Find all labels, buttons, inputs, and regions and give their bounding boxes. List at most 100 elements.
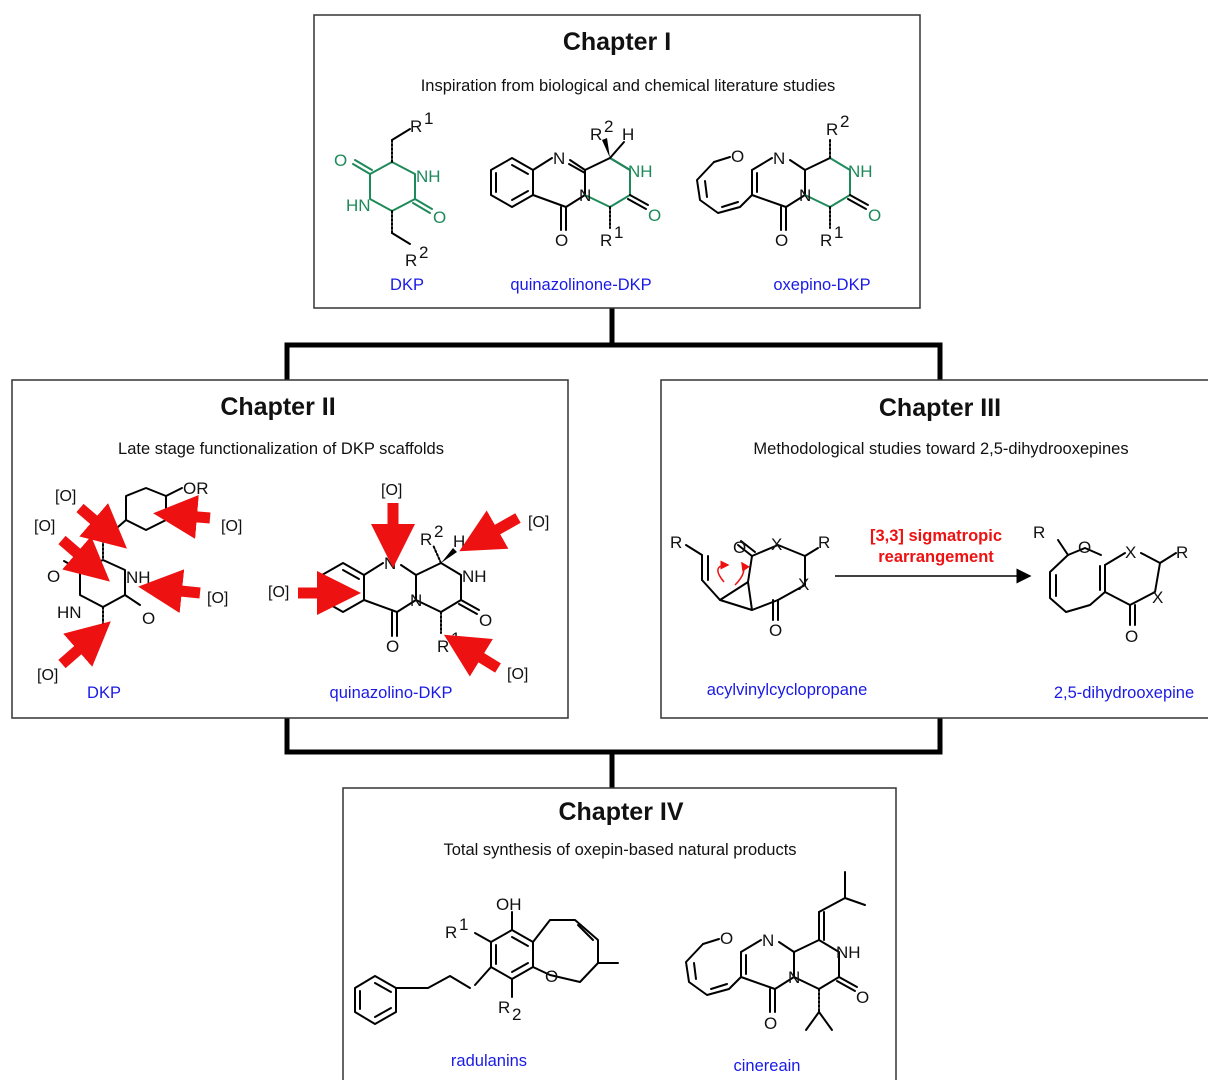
svg-text:N: N xyxy=(579,186,591,205)
chapter-2-subtitle: Late stage functionalization of DKP scaf… xyxy=(118,440,444,458)
svg-text:[O]: [O] xyxy=(221,518,242,535)
svg-text:[O]: [O] xyxy=(37,667,58,684)
chapter-2-box: Chapter II Late stage functionalization … xyxy=(11,379,569,719)
svg-text:N: N xyxy=(762,931,774,950)
svg-text:NH: NH xyxy=(836,943,861,962)
svg-text:[O]: [O] xyxy=(268,584,289,601)
caption-quinazolino-dkp: quinazolino-DKP xyxy=(330,684,453,702)
svg-text:O: O xyxy=(142,609,155,628)
tree-connectors xyxy=(284,305,943,791)
svg-text:X: X xyxy=(771,535,782,554)
svg-text:O: O xyxy=(731,147,744,166)
svg-text:O: O xyxy=(1125,627,1138,646)
chapter-2-title: Chapter II xyxy=(220,393,335,421)
svg-text:X: X xyxy=(798,575,809,594)
dihydrooxepine-structure: R O X R X O xyxy=(1033,523,1188,646)
svg-text:O: O xyxy=(764,1014,777,1033)
svg-text:O: O xyxy=(769,621,782,640)
red-arrows-quinazolino xyxy=(298,503,521,677)
svg-text:R: R xyxy=(600,231,612,250)
svg-text:R: R xyxy=(1176,543,1188,562)
svg-text:R: R xyxy=(670,533,682,552)
caption-dkp-2: DKP xyxy=(87,684,121,702)
svg-text:R: R xyxy=(826,120,838,139)
svg-text:R: R xyxy=(445,923,457,942)
svg-text:R: R xyxy=(420,530,432,549)
chapter-3-title: Chapter III xyxy=(879,394,1001,422)
acylvinylcyclopropane-structure: R O X R X O xyxy=(670,533,830,640)
svg-text:HN: HN xyxy=(346,196,371,215)
svg-text:N: N xyxy=(788,968,800,987)
svg-text:NH: NH xyxy=(126,568,151,587)
svg-text:1: 1 xyxy=(834,223,843,242)
svg-text:[O]: [O] xyxy=(507,666,528,683)
oxidation-labels-dkp: [O] [O] [O] [O] [O] xyxy=(34,488,242,684)
caption-cinereain: cinereain xyxy=(734,1057,801,1075)
chapter-1-title: Chapter I xyxy=(563,28,671,56)
svg-text:O: O xyxy=(433,208,446,227)
svg-text:N: N xyxy=(773,149,785,168)
svg-text:O: O xyxy=(733,538,746,557)
svg-text:R: R xyxy=(410,117,422,136)
svg-text:O: O xyxy=(479,611,492,630)
svg-text:2: 2 xyxy=(604,117,613,136)
svg-text:O: O xyxy=(47,567,60,586)
oxidation-labels-quinazolino: [O] [O] [O] [O] xyxy=(268,482,549,683)
svg-text:R: R xyxy=(498,998,510,1017)
chapter-1-box: Chapter I Inspiration from biological an… xyxy=(313,14,921,309)
svg-text:O: O xyxy=(386,637,399,656)
caption-dihydrooxepine: 2,5-dihydrooxepine xyxy=(1054,684,1194,702)
chapter-4-subtitle: Total synthesis of oxepin-based natural … xyxy=(443,841,796,859)
chapter-3-box: Chapter III Methodological studies towar… xyxy=(660,379,1208,719)
svg-text:O: O xyxy=(856,988,869,1007)
caption-dkp-1: DKP xyxy=(390,276,424,294)
svg-text:N: N xyxy=(799,186,811,205)
caption-quinazolinone-dkp: quinazolinone-DKP xyxy=(510,276,651,294)
svg-text:O: O xyxy=(720,929,733,948)
chapter-4-box: Chapter IV Total synthesis of oxepin-bas… xyxy=(342,787,897,1080)
svg-text:NH: NH xyxy=(416,167,441,186)
svg-text:HN: HN xyxy=(57,603,82,622)
svg-text:O: O xyxy=(545,967,558,986)
svg-text:N: N xyxy=(410,591,422,610)
svg-text:NH: NH xyxy=(462,567,487,586)
caption-acylvinylcyclopropane: acylvinylcyclopropane xyxy=(707,681,868,699)
svg-text:H: H xyxy=(622,125,634,144)
svg-text:2: 2 xyxy=(840,112,849,131)
svg-text:H: H xyxy=(453,532,465,551)
chapter-3-subtitle: Methodological studies toward 2,5-dihydr… xyxy=(753,440,1128,458)
svg-text:2: 2 xyxy=(512,1005,521,1024)
svg-text:1: 1 xyxy=(614,223,623,242)
svg-text:R: R xyxy=(1033,523,1045,542)
svg-text:1: 1 xyxy=(424,109,433,128)
caption-radulanins: radulanins xyxy=(451,1052,527,1070)
svg-text:[O]: [O] xyxy=(528,514,549,531)
chapter-1-subtitle: Inspiration from biological and chemical… xyxy=(421,77,836,95)
svg-text:O: O xyxy=(1078,538,1091,557)
svg-text:[O]: [O] xyxy=(381,482,402,499)
svg-text:2: 2 xyxy=(419,243,428,262)
svg-text:O: O xyxy=(334,151,347,170)
caption-oxepino-dkp: oxepino-DKP xyxy=(773,276,870,294)
svg-text:R: R xyxy=(590,125,602,144)
svg-text:OR: OR xyxy=(183,479,209,498)
chapter-4-title: Chapter IV xyxy=(558,798,683,826)
svg-text:R: R xyxy=(820,231,832,250)
cinereain-structure: O N N NH O O xyxy=(685,871,869,1033)
svg-text:R: R xyxy=(818,533,830,552)
svg-text:R: R xyxy=(405,251,417,270)
reaction-label-2: rearrangement xyxy=(878,548,994,566)
svg-text:2: 2 xyxy=(434,522,443,541)
svg-text:NH: NH xyxy=(848,162,873,181)
svg-text:O: O xyxy=(868,206,881,225)
svg-text:O: O xyxy=(648,206,661,225)
svg-text:OH: OH xyxy=(496,895,522,914)
svg-text:X: X xyxy=(1152,588,1163,607)
svg-text:X: X xyxy=(1125,543,1136,562)
svg-text:[O]: [O] xyxy=(207,590,228,607)
